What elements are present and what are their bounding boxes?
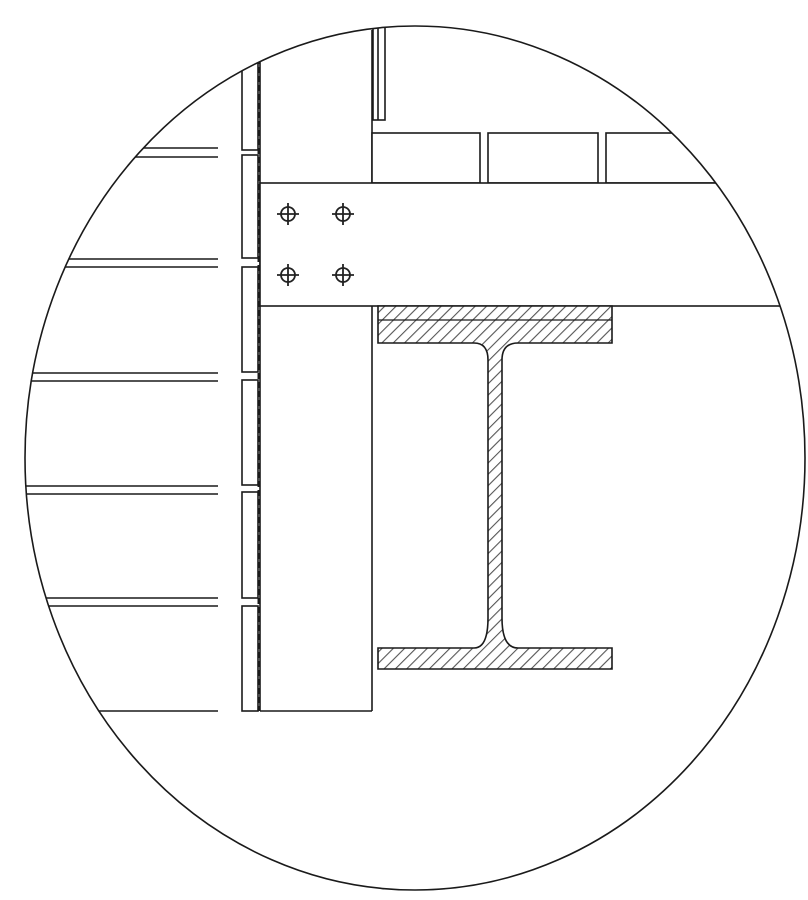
- connection-plate: [259, 182, 805, 307]
- left-strips: [25, 147, 218, 712]
- strip: [25, 147, 218, 158]
- bolts: [277, 203, 354, 286]
- strip: [25, 485, 218, 495]
- strip: [25, 258, 218, 268]
- bolt-icon: [332, 203, 354, 225]
- i-beam-section: [377, 305, 613, 670]
- bolt-icon: [332, 264, 354, 286]
- vertical-board: [259, 30, 373, 712]
- top-post: [372, 26, 386, 121]
- strip: [25, 597, 218, 607]
- detail-content: [25, 26, 805, 712]
- bolt-icon: [277, 203, 299, 225]
- stud-column: [241, 39, 259, 712]
- top-blocks: [371, 132, 805, 184]
- strip: [25, 372, 218, 382]
- detail-circle: [24, 25, 806, 891]
- bolt-icon: [277, 264, 299, 286]
